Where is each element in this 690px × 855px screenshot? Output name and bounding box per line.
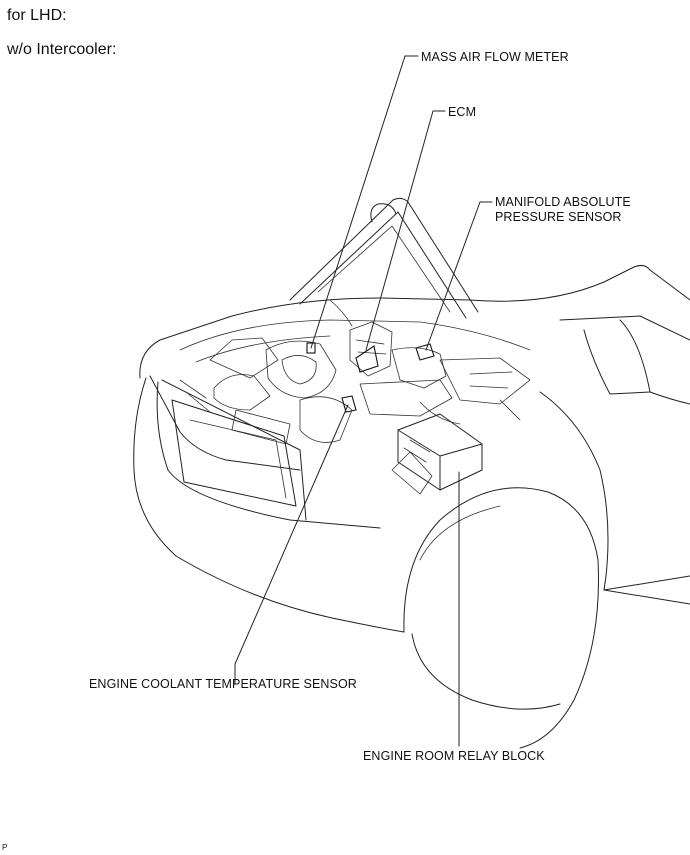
map-sensor-leader-line	[425, 201, 493, 351]
mass-air-flow-meter-label: MASS AIR FLOW METER	[421, 50, 569, 64]
maf-marker	[306, 342, 316, 354]
map-sensor-label: MANIFOLD ABSOLUTE PRESSURE SENSOR	[495, 195, 631, 225]
relay-block-illustration	[391, 413, 483, 495]
front-tire	[403, 487, 599, 749]
open-hood	[289, 197, 479, 319]
map-sensor-marker	[415, 343, 435, 361]
ect-sensor-marker	[341, 395, 357, 413]
ecm-label: ECM	[448, 105, 477, 119]
maf-leader-line	[310, 55, 419, 349]
engine-coolant-temperature-sensor-label: ENGINE COOLANT TEMPERATURE SENSOR	[89, 677, 357, 691]
sensor-markers	[306, 342, 435, 413]
engine-room-relay-block-label: ENGINE ROOM RELAY BLOCK	[363, 749, 545, 763]
ect-leader-line	[234, 404, 349, 685]
figure-code: P	[2, 843, 8, 852]
variant-heading: w/o Intercooler:	[7, 41, 117, 58]
ecm-leader-line	[365, 110, 446, 351]
car-body	[133, 264, 690, 633]
map-sensor-label-line2: PRESSURE SENSOR	[495, 210, 622, 224]
engine-bay	[179, 299, 531, 445]
ecm-marker	[355, 345, 379, 373]
map-sensor-label-line1: MANIFOLD ABSOLUTE	[495, 195, 631, 209]
leader-lines	[234, 55, 493, 747]
region-heading: for LHD:	[7, 7, 67, 24]
